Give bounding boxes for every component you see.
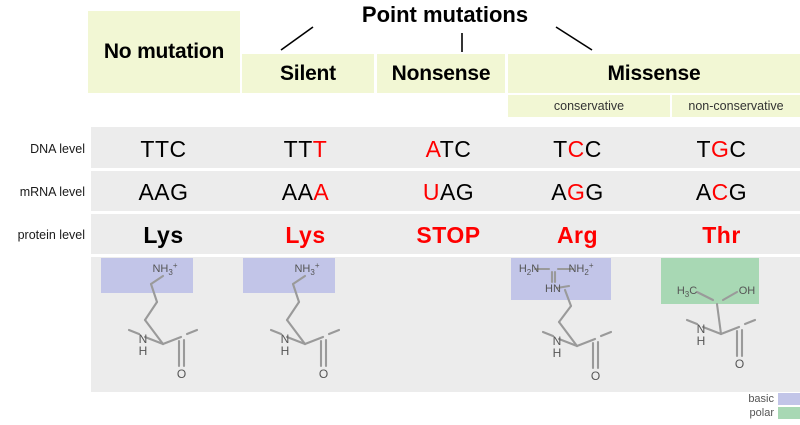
svg-text:H3C: H3C [677, 285, 697, 299]
header-non-conservative-label: non-conservative [688, 99, 784, 113]
header-silent-label: Silent [280, 61, 336, 85]
mutated-base: A [425, 136, 440, 162]
svg-text:N: N [281, 332, 290, 346]
row-separator [91, 254, 800, 257]
svg-text:H: H [697, 334, 706, 348]
structure-icon-arginine: NH O H2N NH2+ HN [519, 261, 613, 383]
cell-protein-nonsense: STOP [416, 222, 481, 248]
row-label-mrna: mRNA level [19, 185, 85, 199]
header-conservative: conservative [508, 95, 670, 117]
base: G [728, 179, 748, 205]
cell-mrna-nonsense: UAG [376, 179, 521, 206]
base: T [696, 136, 712, 162]
cell-mrna-conservative: AGG [505, 179, 650, 206]
svg-text:H2N: H2N [519, 263, 539, 277]
mutated-base: C [567, 136, 585, 162]
legend-swatch-polar [778, 407, 800, 419]
structure-icon-lysine: NH O NH3+ [269, 261, 341, 381]
base: TT [283, 136, 313, 162]
svg-text:H: H [139, 344, 148, 358]
cell-mrna-non-conservative: ACG [649, 179, 794, 206]
cell-protein-non-conservative: Thr [702, 222, 741, 248]
mutated-base: G [567, 179, 586, 205]
page-title-text: Point mutations [361, 2, 529, 27]
svg-text:H: H [281, 344, 290, 358]
base: G [585, 179, 604, 205]
svg-text:NH3+: NH3+ [152, 261, 177, 277]
legend-label-basic: basic [748, 393, 774, 405]
cell-dna-nonsense: ATC [376, 136, 521, 163]
svg-text:O: O [591, 369, 600, 383]
cell-protein-silent: Lys [285, 222, 326, 248]
base: T [553, 136, 568, 162]
cell-dna-conservative: TCC [505, 136, 650, 163]
header-nonsense-label: Nonsense [391, 61, 491, 85]
structure-icon-threonine: NH O H3C OH [677, 285, 757, 371]
cell-dna-no-mutation: TTC [91, 136, 236, 163]
cell-mrna-no-mutation: AAG [91, 179, 236, 206]
cell-dna-non-conservative: TGC [649, 136, 794, 163]
cell-protein-conservative: Arg [556, 222, 599, 248]
mutated-base: C [711, 179, 729, 205]
header-missense: Missense [508, 54, 800, 93]
base: A [695, 179, 712, 205]
header-conservative-label: conservative [553, 99, 625, 113]
header-silent: Silent [242, 54, 374, 93]
header-missense-label: Missense [607, 61, 701, 85]
sidechain-highlight-basic [101, 258, 193, 293]
sidechain-highlight-basic [243, 258, 335, 293]
cell-dna-silent: TTT [233, 136, 378, 163]
mutated-base: T [312, 136, 328, 162]
svg-text:N: N [553, 334, 562, 348]
row-label-dna: DNA level [30, 142, 85, 156]
row-separator [91, 168, 800, 171]
svg-text:O: O [735, 357, 744, 371]
cell-protein-no-mutation: Lys [143, 222, 184, 248]
svg-text:O: O [319, 367, 328, 381]
base: TC [439, 136, 472, 162]
mutated-base: A [313, 179, 330, 205]
svg-text:O: O [177, 367, 186, 381]
mutated-base: G [711, 136, 730, 162]
row-separator [91, 211, 800, 214]
sidechain-highlight-basic [511, 258, 611, 300]
cell-mrna-silent: AAA [233, 179, 378, 206]
row-label-protein: protein level [17, 228, 85, 242]
structure-icon-lysine: NH O NH3+ [127, 261, 199, 381]
base: A [551, 179, 568, 205]
legend-item-polar: polar [690, 406, 800, 420]
svg-text:NH3+: NH3+ [294, 261, 319, 277]
page-title: Point mutations [0, 2, 800, 28]
header-non-conservative: non-conservative [672, 95, 800, 117]
header-nonsense: Nonsense [377, 54, 505, 93]
legend-label-polar: polar [749, 407, 774, 419]
svg-text:NH2+: NH2+ [568, 261, 593, 277]
legend-swatch-basic [778, 393, 800, 405]
svg-text:OH: OH [739, 285, 756, 297]
svg-text:HN: HN [545, 283, 561, 295]
header-no-mutation-label: No mutation [103, 40, 225, 63]
svg-text:H: H [553, 346, 562, 360]
svg-text:N: N [139, 332, 148, 346]
mutated-base: U [422, 179, 440, 205]
sidechain-highlight-polar [661, 258, 759, 304]
svg-text:N: N [697, 322, 706, 336]
legend-item-basic: basic [690, 392, 800, 406]
base: AAG [138, 179, 189, 205]
base: AG [439, 179, 475, 205]
base: C [729, 136, 747, 162]
header-no-mutation: No mutation [88, 11, 240, 93]
legend: basic polar [690, 392, 800, 420]
base: TTC [140, 136, 187, 162]
base: C [584, 136, 602, 162]
base: AA [281, 179, 314, 205]
